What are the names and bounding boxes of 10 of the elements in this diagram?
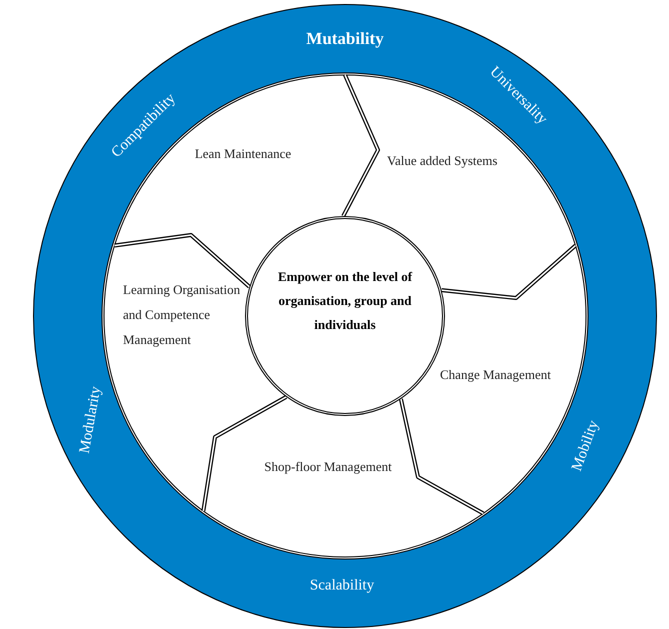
segment-label: Lean Maintenance (194, 141, 292, 166)
center-text: Empower on the level of organisation, group and individuals (276, 268, 414, 334)
segment-label: Value added Systems (387, 148, 498, 173)
segment-label: Shop-floor Management (264, 454, 392, 479)
segment-label: Learning Organisation and Competence Management (123, 277, 241, 352)
ring-label: Mutability (306, 29, 384, 49)
ring-label: Modularity (76, 385, 106, 455)
outer-ring (33, 4, 657, 628)
ring-label: Scalability (310, 578, 374, 594)
segment-label: Change Management (440, 362, 551, 387)
